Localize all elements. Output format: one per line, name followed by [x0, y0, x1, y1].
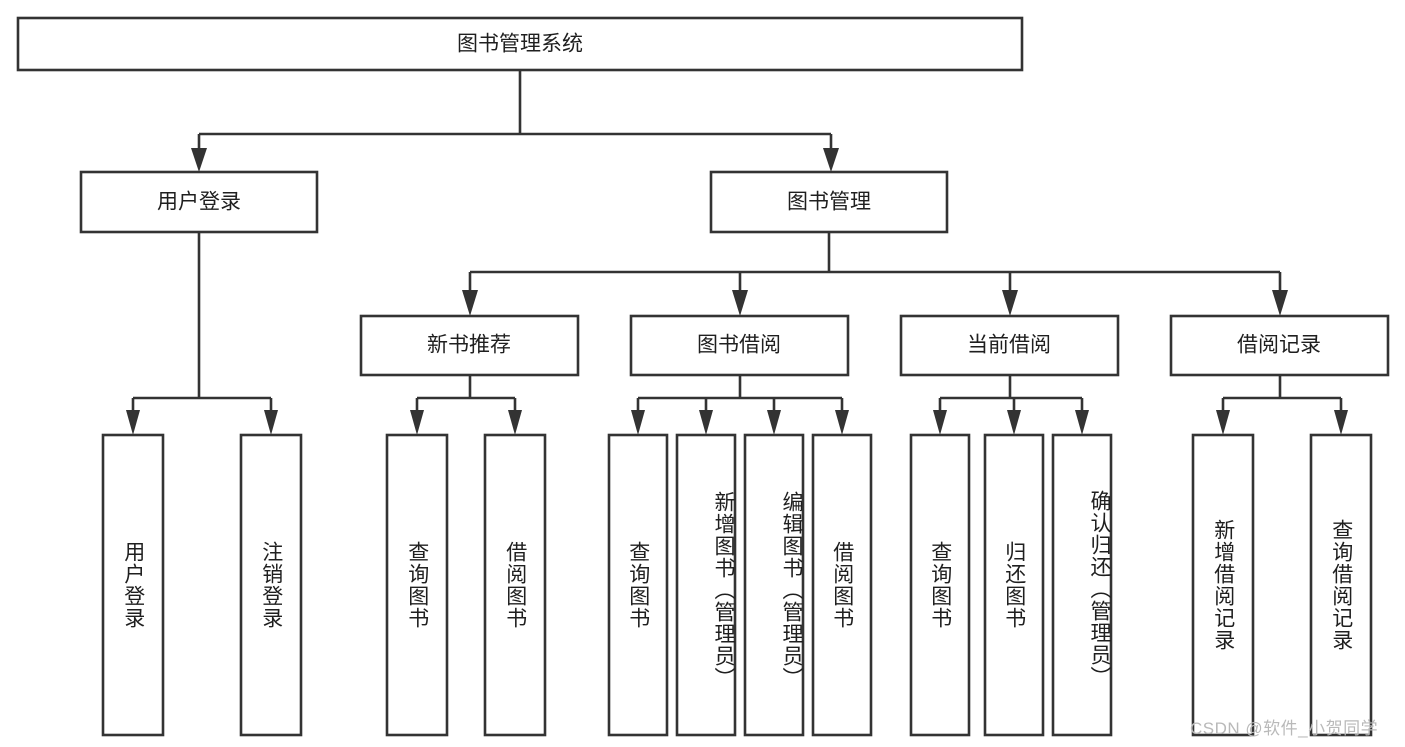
arrowhead-leaf-borrow-book-rec [508, 410, 522, 435]
node-borrow-record[interactable]: 借阅记录 [1169, 314, 1390, 377]
arrowhead-leaf-query-book-rec [410, 410, 424, 435]
node-current-borrow-label: 当前借阅 [967, 334, 1051, 357]
node-user-login-box[interactable] [79, 170, 319, 234]
arrowhead-leaf-confirm-return-admin [1075, 410, 1089, 435]
node-book-borrow[interactable]: 图书借阅 [629, 314, 850, 377]
node-borrow-record-label: 借阅记录 [1237, 334, 1321, 357]
arrowhead-leaf-borrow-book [835, 410, 849, 435]
arrowhead-current-borrow [1002, 290, 1018, 316]
arrowhead-new-book-recommend [462, 290, 478, 316]
arrowhead-leaf-edit-book-admin [767, 410, 781, 435]
csdn-watermark: CSDN @软件_小贺同学 [1190, 719, 1379, 738]
leaf-add-book-admin-box[interactable] [675, 433, 737, 737]
node-current-borrow-box[interactable] [899, 314, 1120, 377]
arrowhead-leaf-query-book-borrow [631, 410, 645, 435]
node-book-management[interactable]: 图书管理 [709, 170, 949, 234]
arrowhead-leaf-return-book [1007, 410, 1021, 435]
arrowhead-book-management [823, 148, 839, 172]
arrowhead-book-borrow [732, 290, 748, 316]
arrowhead-leaf-query-borrow-record [1334, 410, 1348, 435]
arrowhead-borrow-record [1272, 290, 1288, 316]
node-borrow-record-box[interactable] [1169, 314, 1390, 377]
leaf-add-borrow-record-box[interactable] [1191, 433, 1255, 737]
arrowhead-leaf-query-book-current [933, 410, 947, 435]
arrowhead-leaf-add-borrow-record [1216, 410, 1230, 435]
leaf-borrow-book-box[interactable] [811, 433, 873, 737]
node-user-login[interactable]: 用户登录 [79, 170, 319, 234]
leaf-user-login-box[interactable] [101, 433, 165, 737]
node-current-borrow[interactable]: 当前借阅 [899, 314, 1120, 377]
node-root[interactable]: 图书管理系统 [16, 16, 1024, 72]
node-book-borrow-label: 图书借阅 [697, 334, 781, 357]
node-book-management-box[interactable] [709, 170, 949, 234]
node-new-book-recommend-box[interactable] [359, 314, 580, 377]
arrowhead-leaf-user-logout [264, 410, 278, 435]
node-root-box[interactable] [16, 16, 1024, 72]
leaf-confirm-return-admin-box[interactable] [1051, 433, 1113, 737]
leaf-query-borrow-record-box[interactable] [1309, 433, 1373, 737]
node-book-borrow-box[interactable] [629, 314, 850, 377]
leaf-query-book-borrow-box[interactable] [607, 433, 669, 737]
node-book-management-label: 图书管理 [787, 191, 871, 214]
node-root-label: 图书管理系统 [457, 33, 583, 56]
leaf-edit-book-admin-box[interactable] [743, 433, 805, 737]
node-new-book-recommend[interactable]: 新书推荐 [359, 314, 580, 377]
leaf-borrow-book-rec-box[interactable] [483, 433, 547, 737]
leaf-user-logout-box[interactable] [239, 433, 303, 737]
connector-layer [126, 70, 1348, 435]
leaf-query-book-current-box[interactable] [909, 433, 971, 737]
arrowhead-leaf-add-book-admin [699, 410, 713, 435]
arrowhead-leaf-user-login [126, 410, 140, 435]
leaf-box-layer [101, 433, 1373, 737]
arrowhead-user-login [191, 148, 207, 172]
node-new-book-recommend-label: 新书推荐 [427, 334, 511, 357]
leaf-return-book-box[interactable] [983, 433, 1045, 737]
leaf-query-book-rec-box[interactable] [385, 433, 449, 737]
node-user-login-label: 用户登录 [157, 191, 241, 214]
